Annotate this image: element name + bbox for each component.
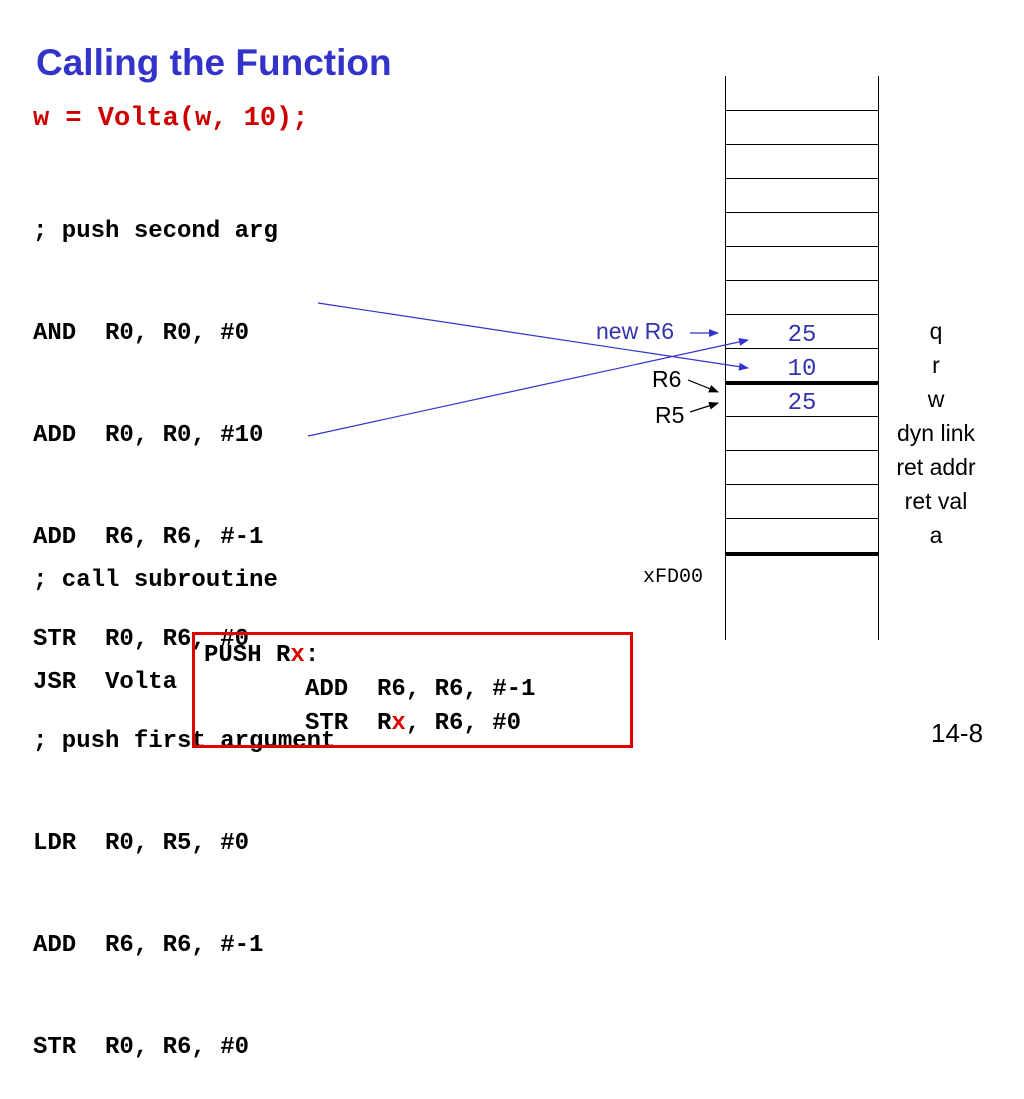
code-line: ADD R6, R6, #-1 — [33, 524, 264, 551]
stack-divider — [726, 450, 878, 451]
stack-slot-label: dyn link — [897, 420, 975, 446]
slide-number: 14-8 — [931, 718, 984, 748]
code-line: ; push second arg — [33, 218, 278, 245]
stack-frame-boundary — [726, 552, 878, 556]
stack-slot-label: ret addr — [896, 454, 976, 480]
arrow-r5 — [689, 401, 719, 413]
push-line2-suffix: , R6, #0 — [405, 710, 522, 737]
new-r6-pointer-label: new R6 — [596, 318, 674, 344]
push-header-suffix: : — [304, 642, 320, 669]
stack-value-cell: 25 — [787, 322, 817, 349]
code-line: ; call subroutine — [33, 567, 278, 594]
r5-pointer-label: R5 — [655, 402, 685, 428]
arrow-str-to-25 — [307, 338, 749, 437]
stack-divider — [726, 246, 878, 247]
push-macro-box — [192, 632, 633, 748]
r6-pointer-label: R6 — [652, 366, 682, 392]
push-macro-line-add: ADD R6, R6, #-1 — [305, 676, 536, 703]
push-line2-prefix: STR R — [305, 710, 392, 737]
stack-slot-label: a — [929, 522, 943, 548]
code-block-call: ; call subroutine JSR Volta — [33, 496, 278, 734]
push-header-register: x — [290, 642, 305, 669]
code-line: ; push first argument — [33, 728, 336, 755]
code-line: ADD R0, R0, #10 — [33, 422, 264, 449]
stack-divider — [726, 314, 878, 315]
code-line: STR R0, R6, #0 — [33, 1034, 250, 1061]
arrow-overlay — [307, 302, 749, 437]
stack-divider — [726, 144, 878, 145]
stack-base-address: xFD00 — [643, 566, 704, 589]
arrow-r6 — [687, 379, 719, 393]
stack-divider — [726, 518, 878, 519]
stack-divider — [726, 416, 878, 417]
stack-divider — [726, 212, 878, 213]
stack-value-cell: 10 — [787, 356, 817, 383]
stack-divider — [726, 110, 878, 111]
stack-slot-label: w — [927, 386, 945, 412]
push-header-prefix: PUSH R — [204, 642, 291, 669]
stack-value-cell: 25 — [787, 390, 817, 417]
stack-divider — [726, 178, 878, 179]
arrow-str-to-10 — [317, 302, 749, 371]
stack-slot-label: ret val — [904, 488, 968, 514]
push-macro-header: PUSH Rx: — [204, 642, 319, 669]
code-line: STR R0, R6, #0 — [33, 626, 250, 653]
push-macro-line-str: STR Rx, R6, #0 — [305, 710, 521, 737]
stack-slot-label: r — [932, 352, 940, 378]
push-line2-register: x — [391, 710, 406, 737]
stack-frame-boundary — [726, 381, 878, 385]
code-line: JSR Volta — [33, 669, 178, 696]
code-line: LDR R0, R5, #0 — [33, 830, 250, 857]
code-line: ADD R6, R6, #-1 — [33, 932, 264, 959]
run-time-stack — [725, 76, 879, 640]
stack-slot-label: q — [929, 318, 943, 344]
stack-divider — [726, 348, 878, 349]
slide-title: Calling the Function — [36, 42, 392, 83]
stack-divider — [726, 280, 878, 281]
code-line: AND R0, R0, #0 — [33, 320, 250, 347]
function-call-line: w = Volta(w, 10); — [33, 104, 309, 134]
stack-divider — [726, 484, 878, 485]
